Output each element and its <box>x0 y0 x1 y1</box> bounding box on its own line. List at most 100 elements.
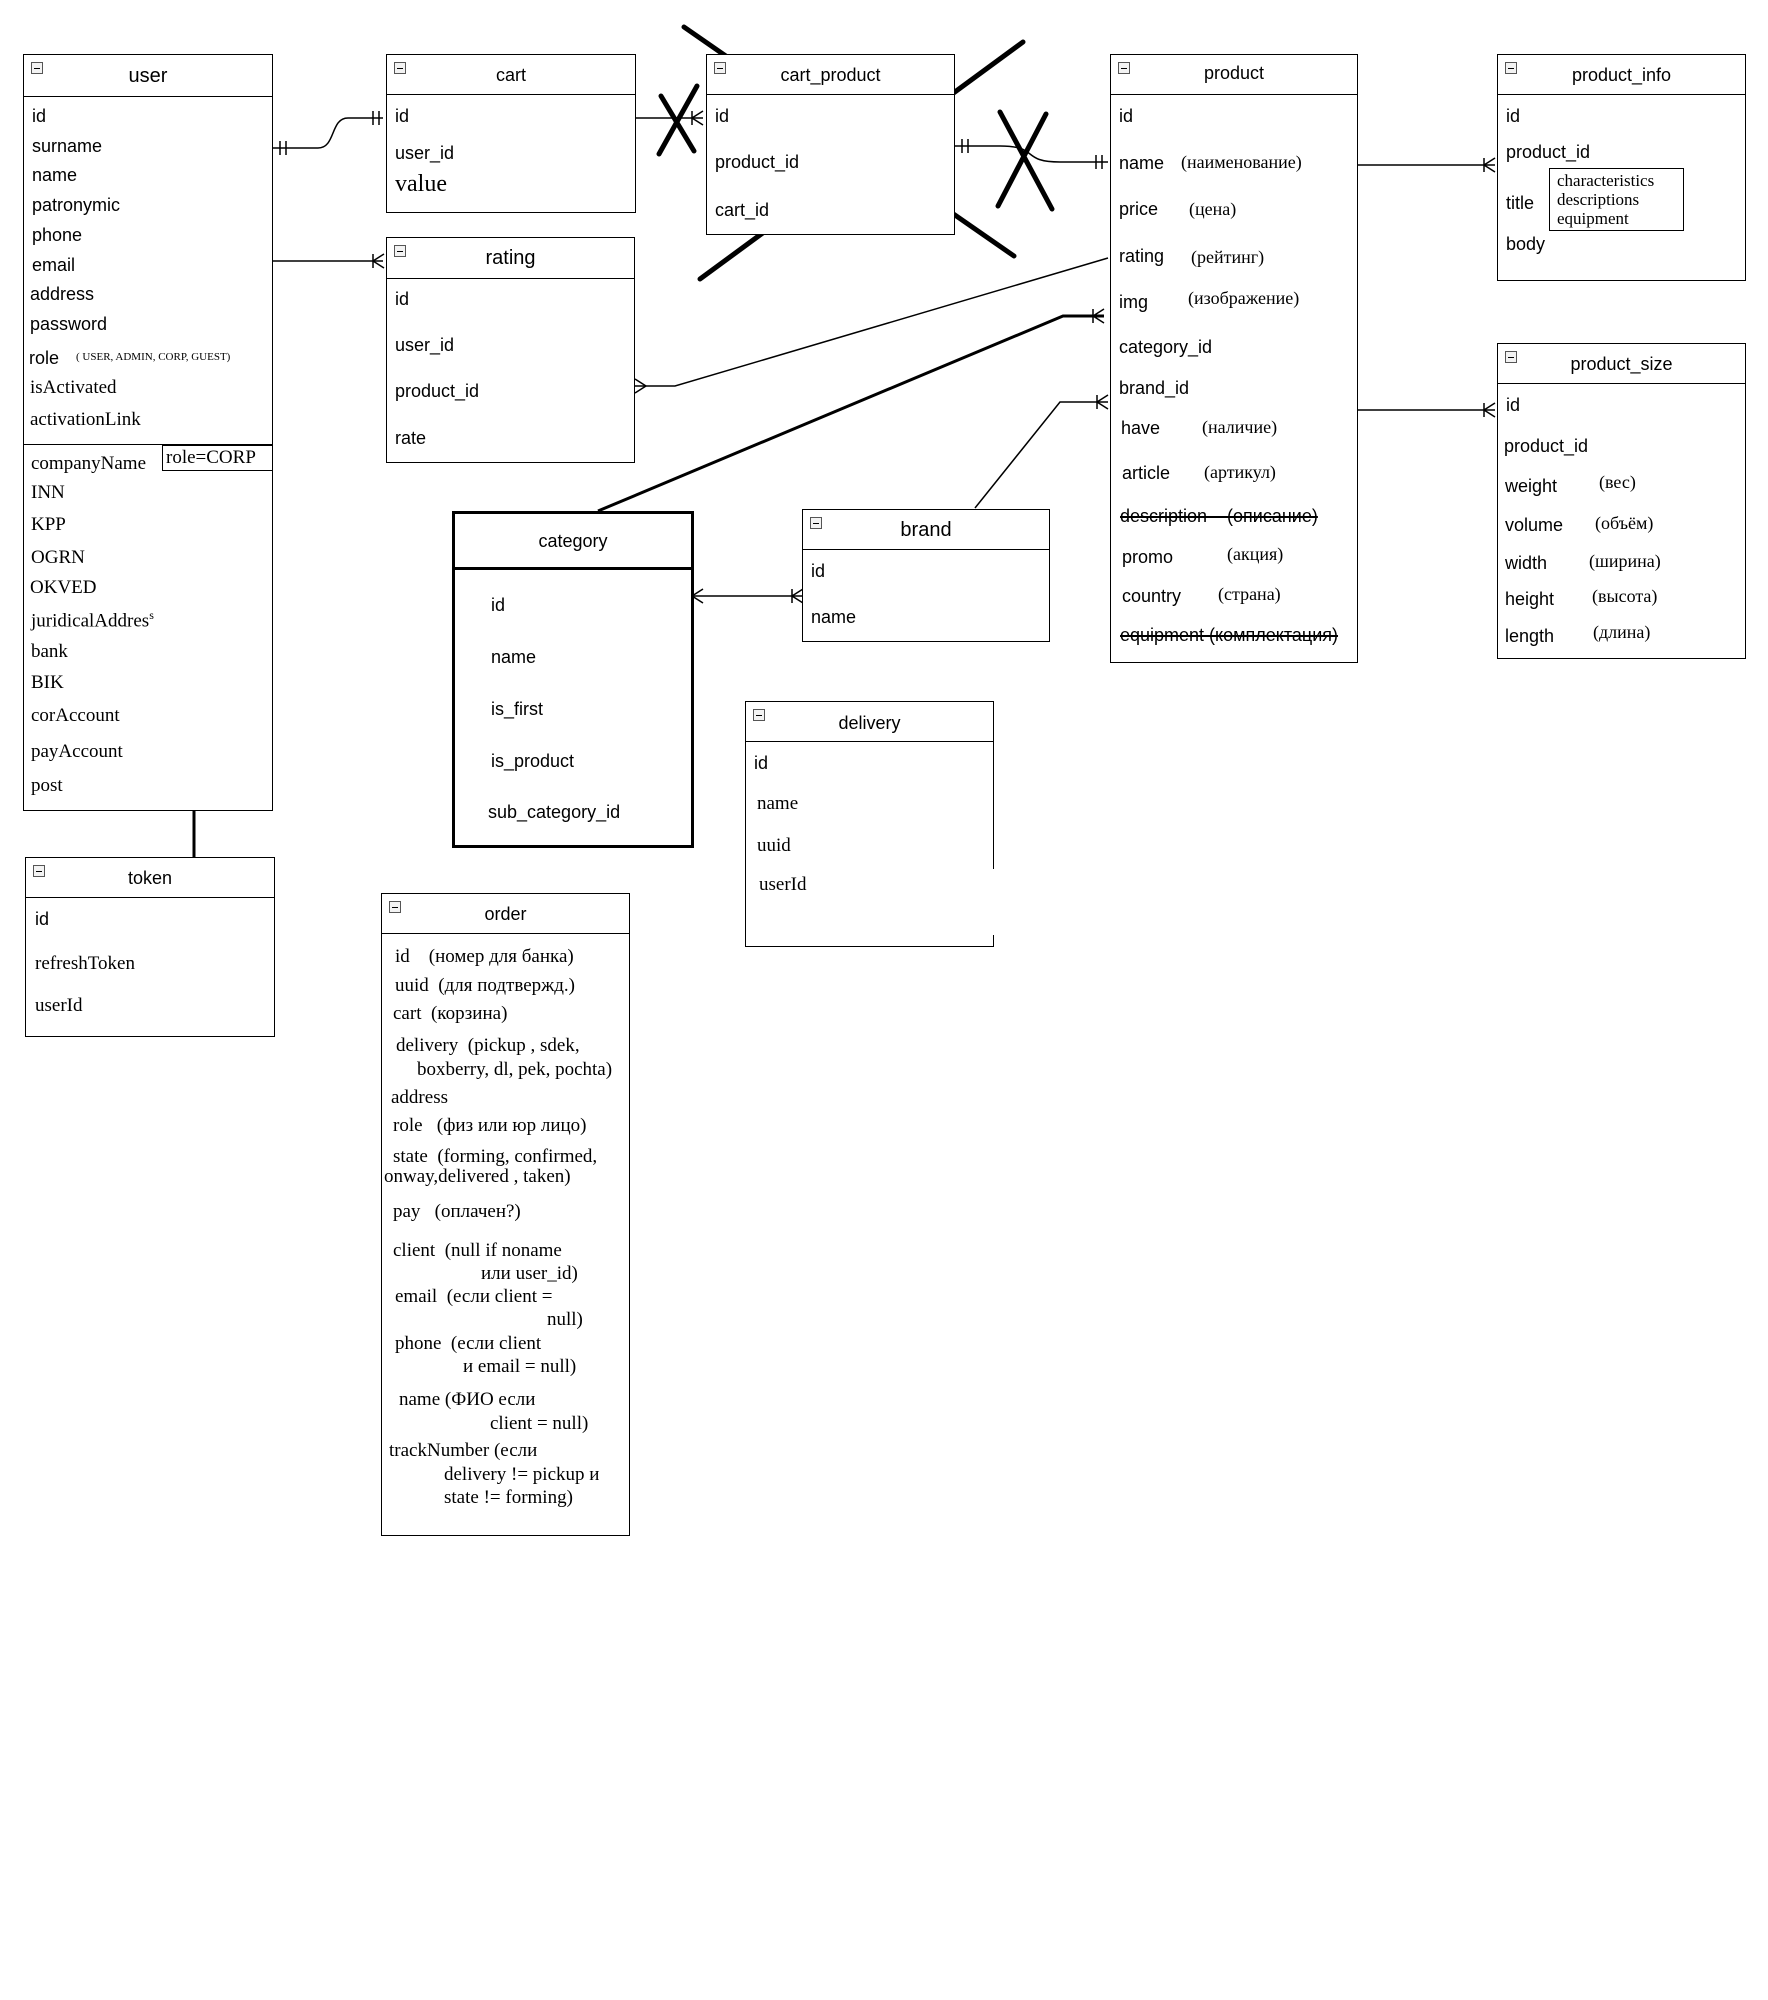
field-bik: BIK <box>31 672 64 693</box>
field-rating: rating <box>1119 246 1165 266</box>
link-category-product-end <box>1092 308 1105 324</box>
field-img: img <box>1119 292 1149 312</box>
field-phone: phone (если client <box>395 1333 542 1354</box>
field-kpp: KPP <box>31 514 66 535</box>
entity-header: category <box>455 514 691 570</box>
title-values-box: characteristics descriptions equipment <box>1549 168 1684 231</box>
field-juridical-address: juridicalAddress <box>31 609 154 630</box>
entity-border-left <box>745 742 746 947</box>
field-patronymic: patronymic <box>32 195 121 215</box>
entity-cart-product: cart_product id product_id cart_id <box>706 54 955 235</box>
title-value: equipment <box>1557 209 1629 228</box>
field-email: email (если client = <box>395 1286 553 1307</box>
field-name: name <box>32 165 78 185</box>
entity-title: category <box>538 531 608 551</box>
field-price-note: (цена) <box>1189 199 1237 219</box>
collapse-icon[interactable] <box>753 709 765 721</box>
collapse-icon[interactable] <box>714 62 726 74</box>
link-user-cart <box>273 117 383 149</box>
entity-corner-right <box>993 935 994 947</box>
collapse-icon[interactable] <box>389 901 401 913</box>
link-product-productsize-end <box>1483 402 1496 418</box>
field-weight-note: (вес) <box>1599 472 1636 492</box>
corp-divider <box>24 444 272 445</box>
field-name: name <box>811 607 857 627</box>
field-name: name <box>491 647 537 667</box>
field-delivery-cont: boxberry, dl, pek, pochta) <box>417 1059 613 1080</box>
juridical-address-suffix: s <box>149 608 154 622</box>
field-phone-cont: и email = null) <box>463 1356 577 1377</box>
entity-product-size: product_size id product_id weight (вес) … <box>1497 343 1746 659</box>
field-is-activated: isActivated <box>30 377 117 398</box>
collapse-icon[interactable] <box>1505 62 1517 74</box>
field-track-number: trackNumber (если <box>389 1440 538 1461</box>
field-height-note: (высота) <box>1592 586 1658 606</box>
entity-delivery: delivery id name uuid userId <box>745 701 994 947</box>
entity-title: product_info <box>1571 65 1672 85</box>
entity-title: product <box>1203 63 1265 83</box>
entity-title: product_size <box>1570 354 1673 374</box>
field-id: id <box>715 106 730 126</box>
entity-cart: cart id user_id value <box>386 54 636 213</box>
field-user-id: user_id <box>395 143 455 163</box>
field-promo-note: (акция) <box>1227 544 1284 564</box>
field-state: state (forming, confirmed, <box>393 1146 598 1167</box>
field-uuid: uuid <box>757 835 791 856</box>
link-user-cart-end-user <box>279 141 287 155</box>
field-email-cont: null) <box>547 1309 583 1330</box>
link-brand-product <box>974 401 1108 509</box>
collapse-icon[interactable] <box>394 62 406 74</box>
entity-header: rating <box>387 238 634 279</box>
field-id: id <box>32 106 47 126</box>
collapse-icon[interactable] <box>31 62 43 74</box>
field-volume-note: (объём) <box>1595 513 1654 533</box>
field-weight: weight <box>1505 476 1558 496</box>
link-cartproduct-product-end-a <box>961 139 969 153</box>
field-phone: phone <box>32 225 83 245</box>
field-role: role <box>29 348 60 368</box>
field-surname: surname <box>32 136 103 156</box>
field-track-number-cont: delivery != pickup и <box>444 1464 600 1485</box>
field-have: have <box>1121 418 1161 438</box>
collapse-icon[interactable] <box>1118 62 1130 74</box>
field-refresh-token: refreshToken <box>35 953 135 974</box>
field-product-id: product_id <box>1506 142 1591 162</box>
entity-title: token <box>127 868 173 888</box>
collapse-icon[interactable] <box>33 865 45 877</box>
field-country-note: (страна) <box>1218 584 1281 604</box>
field-activation-link: activationLink <box>30 409 141 430</box>
entity-user: user id surname name patronymic phone em… <box>23 54 273 811</box>
entity-category: category id name is_first is_product sub… <box>452 511 694 848</box>
corp-condition-text: role=CORP <box>166 447 256 468</box>
link-rating-product <box>635 257 1109 387</box>
field-id: id <box>491 595 506 615</box>
entity-product: product id name (наименование) price (це… <box>1110 54 1358 663</box>
field-state-cont: onway,delivered , taken) <box>384 1166 571 1187</box>
link-cartproduct-product-end-b <box>1095 155 1103 169</box>
entity-title: cart_product <box>780 65 881 85</box>
field-article: article <box>1122 463 1171 483</box>
field-price: price <box>1119 199 1159 219</box>
collapse-icon[interactable] <box>1505 351 1517 363</box>
field-height: height <box>1505 589 1555 609</box>
entity-title: rating <box>485 247 536 269</box>
link-user-rating-end <box>372 253 385 269</box>
field-name: name (ФИО если <box>399 1389 536 1410</box>
field-brand-id: brand_id <box>1119 378 1190 398</box>
entity-title: user <box>128 65 168 87</box>
field-sub-category-id: sub_category_id <box>488 802 621 822</box>
field-rating-note: (рейтинг) <box>1191 247 1265 267</box>
field-cart-id: cart_id <box>715 200 770 220</box>
juridical-address-text: juridicalAddres <box>31 610 150 632</box>
entity-title: order <box>484 904 527 924</box>
collapse-icon[interactable] <box>810 517 822 529</box>
field-product-id: product_id <box>715 152 800 172</box>
field-inn: INN <box>31 482 65 503</box>
field-name: name <box>1119 153 1165 173</box>
link-category-brand-end-b <box>791 588 804 604</box>
collapse-icon[interactable] <box>394 245 406 257</box>
field-country: country <box>1122 586 1182 606</box>
field-role: role (физ или юр лицо) <box>393 1115 587 1136</box>
field-is-product: is_product <box>491 751 575 771</box>
entity-token: token id refreshToken userId <box>25 857 275 1037</box>
